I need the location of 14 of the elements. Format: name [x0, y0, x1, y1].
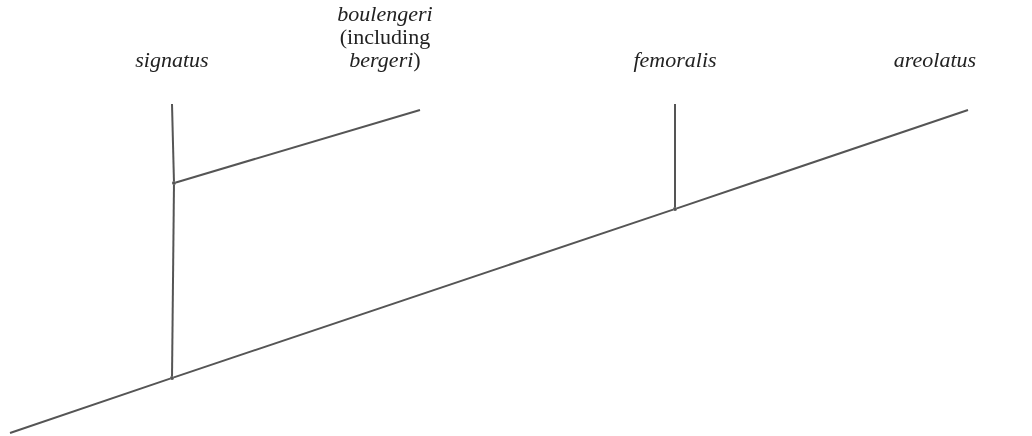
taxon-label: boulengeri (including bergeri) — [330, 2, 440, 110]
taxon-label: areolatus — [870, 48, 1000, 110]
branch-line — [171, 103, 175, 182]
taxon-label: femoralis — [615, 48, 735, 104]
branch-line — [9, 377, 172, 434]
branch-node — [172, 181, 176, 185]
branch-line — [171, 184, 175, 377]
branch-line — [674, 103, 676, 208]
branch-line — [172, 208, 675, 379]
branch-node — [673, 207, 677, 211]
branch-node — [170, 376, 174, 380]
branch-line — [174, 109, 421, 184]
taxon-label: signatus — [112, 48, 232, 104]
branch-line — [675, 109, 969, 210]
